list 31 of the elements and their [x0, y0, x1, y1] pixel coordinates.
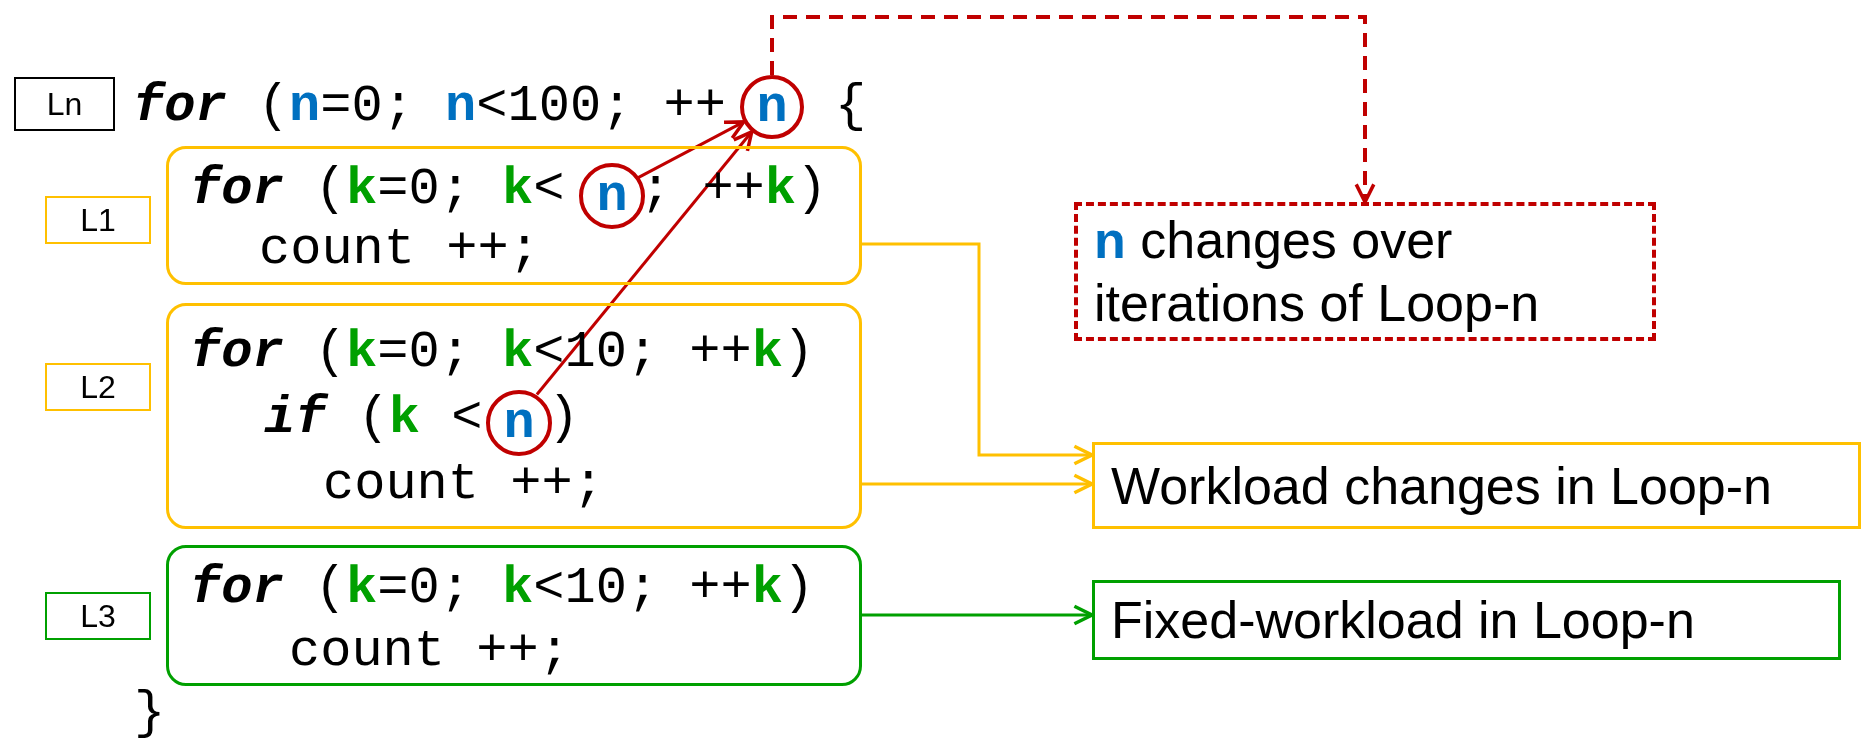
note-text: n changes over iterations of Loop-n — [1094, 210, 1541, 334]
note-box — [1074, 202, 1656, 341]
code-line: for (k=0; k<10; ++k) — [190, 563, 815, 615]
result-text: Workload changes in Loop-n — [1111, 455, 1773, 516]
loop-label: L2 — [45, 363, 151, 411]
code-block — [166, 545, 862, 686]
loop-label: L3 — [45, 592, 151, 640]
arrow — [862, 473, 1094, 495]
code-line: for (k=0; k< — [190, 164, 565, 216]
code-block — [166, 146, 862, 285]
arrow — [637, 120, 746, 179]
loop-label: L1 — [45, 196, 151, 244]
highlight-circle: n — [486, 390, 552, 456]
code-line: count ++; — [289, 626, 570, 678]
code-line: } — [134, 688, 166, 738]
code-block — [166, 303, 862, 529]
arrow — [535, 130, 754, 396]
code-line: { — [835, 81, 867, 133]
arrow — [862, 242, 1094, 466]
arrow — [770, 15, 1376, 204]
result-box — [1092, 442, 1861, 529]
result-text: Fixed-workload in Loop-n — [1111, 590, 1695, 650]
loop-label: Ln — [14, 77, 115, 131]
code-line: for (n=0; n<100; ++ — [133, 81, 726, 133]
result-box — [1092, 580, 1841, 660]
arrow — [862, 604, 1094, 626]
code-line: if (k < — [264, 393, 483, 445]
highlight-circle: n — [579, 163, 645, 229]
highlight-circle: n — [740, 75, 804, 139]
code-line: count ++; — [323, 459, 604, 511]
code-line: count ++; — [259, 224, 540, 276]
